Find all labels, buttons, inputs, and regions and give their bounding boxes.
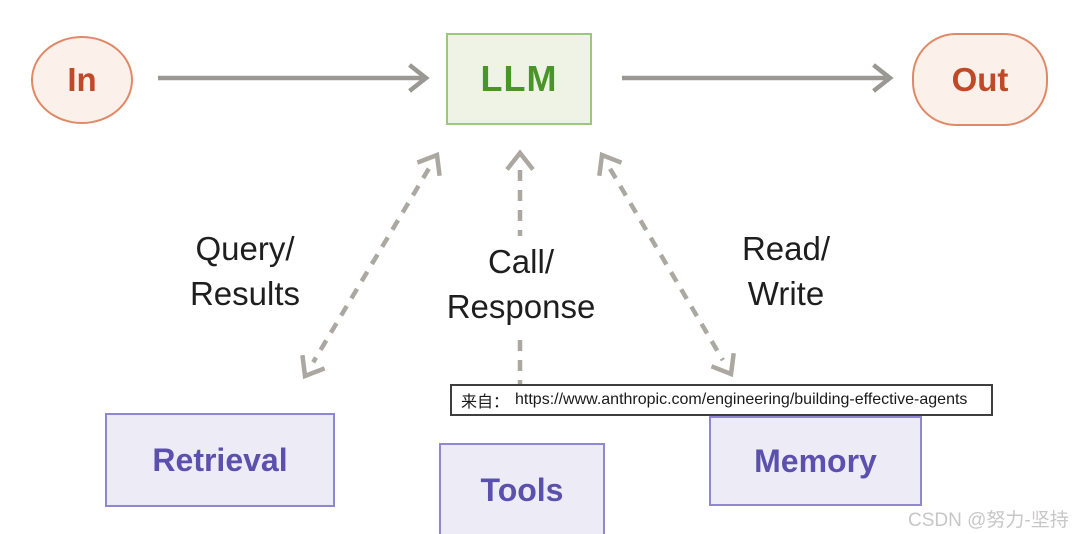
arrow-in-to-llm (158, 63, 430, 93)
node-tools-label: Tools (480, 472, 564, 508)
edge-label-query-results: Query/ Results (190, 226, 300, 316)
node-retrieval: Retrieval (105, 413, 335, 507)
node-out: Out (912, 33, 1048, 126)
edge-label-line: Call/ (487, 243, 555, 280)
node-tools: Tools (439, 443, 605, 534)
node-memory: Memory (709, 416, 922, 506)
node-llm-label: LLM (480, 58, 558, 99)
node-in: In (31, 36, 133, 124)
edge-label-line: Response (446, 288, 596, 325)
arrow-llm-to-out (622, 63, 894, 93)
edge-label-call-response: Call/ Response (447, 239, 596, 329)
source-caption: 来自： https://www.anthropic.com/engineerin… (450, 384, 993, 416)
node-in-label: In (67, 61, 97, 98)
dashed-arrow-llm-retrieval (300, 151, 442, 380)
edge-label-read-write: Read/ Write (742, 226, 830, 316)
node-out-label: Out (951, 60, 1009, 98)
node-retrieval-label: Retrieval (152, 441, 288, 478)
dashed-arrow-llm-memory (597, 151, 736, 378)
edge-label-line: Query/ (195, 230, 295, 267)
source-caption-url: https://www.anthropic.com/engineering/bu… (515, 391, 968, 408)
dashed-arrow-llm-tools (505, 149, 535, 392)
edge-label-line: Read/ (741, 230, 831, 267)
node-llm: LLM (446, 33, 592, 125)
edge-label-line: Results (189, 275, 301, 312)
node-memory-label: Memory (754, 442, 877, 479)
csdn-watermark: CSDN @努力-坚持 (908, 510, 1069, 531)
edge-label-line: Write (747, 275, 825, 312)
source-caption-prefix: 来自： (461, 394, 510, 411)
